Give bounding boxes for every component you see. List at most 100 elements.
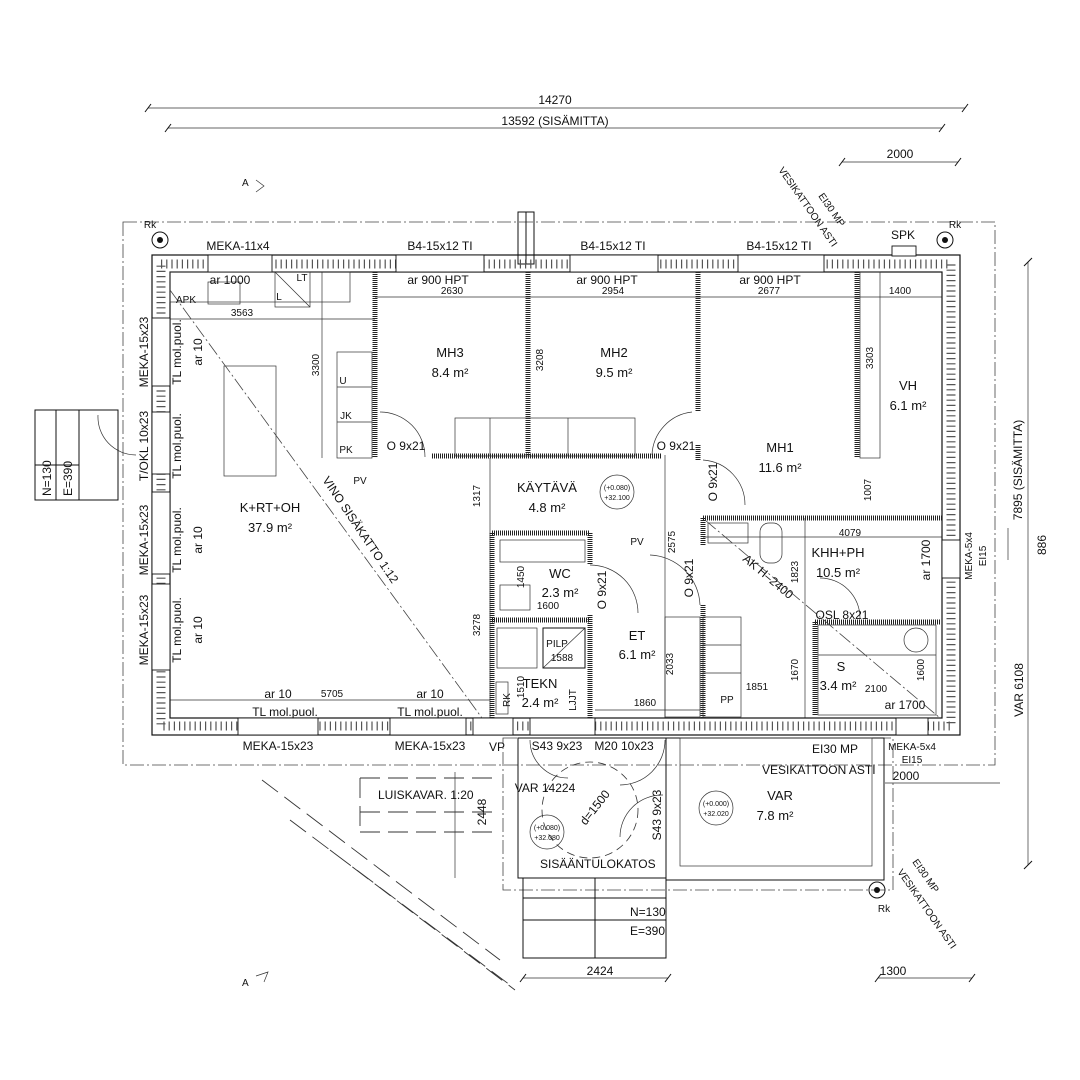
vp-label: VP [489, 740, 505, 754]
spk-box [891, 245, 917, 257]
door-label: M20 10x23 [594, 739, 654, 753]
door-label: O 9x21 [706, 462, 720, 501]
ramp [261, 777, 516, 991]
fixture-label: JK [340, 411, 352, 422]
dim: 1317 [472, 484, 483, 507]
window-note: TL mol.puol. [252, 705, 318, 719]
room-labels: MH3 8.4 m² MH2 9.5 m² MH1 11.6 m² VH 6.1… [240, 345, 927, 823]
door-label: O 9x21 [595, 570, 609, 609]
ceiling-height-line [704, 519, 941, 719]
level-relative: (+0.000) [703, 801, 729, 808]
window-label: MEKA-15x23 [137, 594, 151, 665]
stair-run: E=390 [61, 461, 75, 496]
window-label: MEKA-15x23 [137, 504, 151, 575]
dim: 1007 [863, 478, 874, 501]
fixture-label: SPK [891, 228, 915, 242]
fixture-label: PV [353, 476, 367, 487]
window-note: ar 1700 [885, 698, 926, 712]
canopy-note: SISÄÄNTULOKATOS [540, 857, 656, 871]
window-note: ar 1000 [210, 273, 251, 287]
dim: 1400 [889, 286, 912, 297]
fire-note: EI30 MP [812, 742, 858, 756]
fixture-label: LT [297, 273, 308, 284]
window-note: TL mol.puol. [170, 413, 184, 479]
roof-outline [122, 221, 996, 766]
fixture-label: PV [630, 537, 644, 548]
dim: 3208 [535, 348, 546, 371]
dim-2000-bottom: 2000 [893, 769, 920, 783]
door-label: O 9x21 [657, 439, 696, 453]
opening-labels: MEKA-11x4 B4-15x12 TI B4-15x12 TI B4-15x… [137, 239, 989, 840]
level-marker [529, 814, 565, 850]
stair-run: E=390 [630, 924, 665, 938]
dim: 2575 [667, 530, 678, 553]
window-note: ar 10 [191, 616, 205, 644]
inner-depth: 7895 (SISÄMITTA) [1011, 420, 1025, 520]
window-note: ar 1700 [919, 539, 933, 580]
door-label: OSL 8x21 [816, 608, 869, 622]
room-name: ET [629, 628, 646, 643]
dimension-labels: 14270 13592 (SISÄMITTA) 2000 2000 2424 1… [231, 93, 1049, 978]
dim: 1450 [516, 565, 527, 588]
room-area: 6.1 m² [619, 647, 657, 662]
section-marker: A [242, 978, 249, 989]
room-name: VH [899, 378, 917, 393]
var-14224: VAR 14224 [515, 781, 576, 795]
room-area: 37.9 m² [248, 520, 293, 535]
rainwater-outlets [151, 231, 954, 899]
room-name: KÄYTÄVÄ [517, 480, 577, 495]
dim: 1588 [551, 653, 574, 664]
level-absolute: +32.020 [703, 811, 729, 818]
stair-rise: N=130 [40, 460, 54, 496]
window-note: TL mol.puol. [170, 597, 184, 663]
window-label: B4-15x12 TI [746, 239, 811, 253]
door-label: T/OKL 10x23 [137, 411, 151, 482]
room-area: 4.8 m² [529, 500, 567, 515]
window-note: ar 10 [191, 526, 205, 554]
window-note: ar 900 HPT [407, 273, 469, 287]
door-label: S43 9x23 [532, 739, 583, 753]
stair-rise: N=130 [630, 905, 666, 919]
window-label: MEKA-5x4 [964, 532, 975, 580]
room-area: 8.4 m² [432, 365, 470, 380]
rk-label: Rk [144, 220, 157, 231]
dim: 2677 [758, 286, 781, 297]
window-note: TL mol.puol. [170, 319, 184, 385]
dim: 1670 [790, 658, 801, 681]
dim: 3278 [472, 613, 483, 636]
inner-width: 13592 (SISÄMITTA) [501, 114, 608, 128]
level-relative: (+0.080) [604, 485, 630, 492]
fixture-label: APK [176, 295, 196, 306]
room-name: TEKN [523, 676, 558, 691]
overall-width: 14270 [538, 93, 572, 107]
window-label: B4-15x12 TI [580, 239, 645, 253]
var-6108: VAR 6108 [1012, 663, 1026, 717]
door-swings [97, 411, 861, 838]
window-note: ar 10 [264, 687, 292, 701]
fixture-labels: LT L APK U JK PK PV PV PILP RK LJJT PP S… [144, 220, 962, 915]
room-area: 6.1 m² [890, 398, 928, 413]
door-label: O 9x21 [387, 439, 426, 453]
level-absolute: +32.100 [604, 495, 630, 502]
sloped-ceiling-note: VINO SISÄKATTO 1:12 [320, 474, 402, 586]
dim: 3563 [231, 308, 254, 319]
ramp-note: LUISKAVAR. 1:20 [378, 788, 474, 802]
room-name: WC [549, 566, 571, 581]
wardrobe-mh3-mh2 [454, 417, 636, 457]
dim: 1600 [537, 601, 560, 612]
window-label: MEKA-5x4 [888, 742, 936, 753]
room-area: 2.3 m² [542, 585, 580, 600]
fixture-label: PP [720, 695, 734, 706]
room-name: S [837, 659, 846, 674]
fixture-label: RK [502, 693, 513, 707]
window-note: TL mol.puol. [170, 507, 184, 573]
window-label: MEKA-15x23 [137, 316, 151, 387]
ceiling-height-note: AK H–2400 [740, 552, 796, 602]
rk-label: Rk [949, 220, 962, 231]
rk-label: Rk [878, 904, 891, 915]
room-area: 10.5 m² [816, 565, 861, 580]
room-area: 11.6 m² [758, 460, 802, 475]
level-marker [599, 474, 635, 510]
room-name: K+RT+OH [240, 500, 300, 515]
entrance-area [34, 409, 885, 959]
